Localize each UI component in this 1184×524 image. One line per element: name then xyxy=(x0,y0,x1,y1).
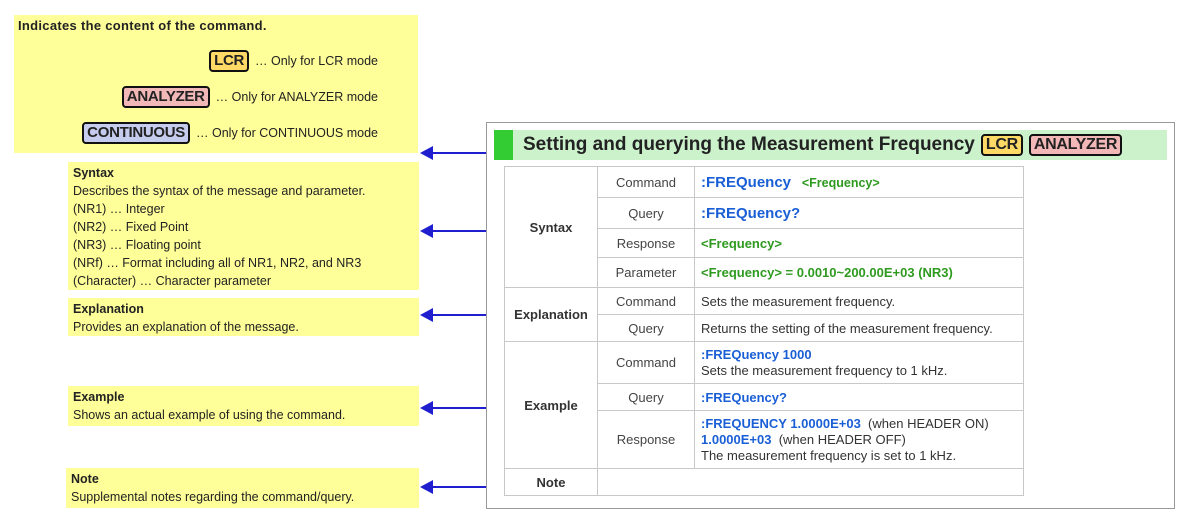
row-label: Parameter xyxy=(597,257,695,288)
syntax-command-cell: :FREQuency <Frequency> xyxy=(694,166,1024,198)
example-response-cell: :FREQUENCY 1.0000E+03 (when HEADER ON) 1… xyxy=(694,410,1024,469)
syntax-note-line: (Character) … Character parameter xyxy=(73,274,271,288)
syntax-note-line: (NRf) … Format including all of NR1, NR2… xyxy=(73,256,362,270)
example-command-cell: :FREQuency 1000 Sets the measurement fre… xyxy=(694,341,1024,384)
row-label: Command xyxy=(597,287,695,315)
arrow-to-legend xyxy=(420,146,508,160)
command-header: Setting and querying the Measurement Fre… xyxy=(494,130,1167,160)
syntax-note-line: (NR2) … Fixed Point xyxy=(73,220,189,234)
table-row: Note xyxy=(504,468,1024,496)
syntax-note-box: Syntax Describes the syntax of the messa… xyxy=(68,162,419,290)
legend-title: Indicates the content of the command. xyxy=(18,18,267,33)
example-note-title: Example xyxy=(73,390,125,404)
table-row: Explanation Command Sets the measurement… xyxy=(504,287,1024,342)
arrow-to-note xyxy=(420,480,506,494)
table-row: Syntax Command :FREQuency <Frequency> xyxy=(504,166,1024,288)
row-label: Command xyxy=(597,341,695,384)
analyzer-badge: ANALYZER xyxy=(121,86,210,108)
example-response-2: 1.0000E+03 xyxy=(701,431,772,447)
legend-item-analyzer: ANALYZER … Only for ANALYZER mode xyxy=(121,86,378,108)
lcr-badge: LCR xyxy=(209,50,250,72)
syntax-response-cell: <Frequency> xyxy=(694,228,1024,258)
note-note-title: Note xyxy=(71,472,99,486)
example-section-label: Example xyxy=(504,341,598,469)
example-response-1-note: (when HEADER ON) xyxy=(868,415,989,431)
syntax-note-line: Describes the syntax of the message and … xyxy=(73,184,366,198)
analyzer-badge: ANALYZER xyxy=(1028,134,1123,156)
header-accent-bar xyxy=(494,130,513,160)
explanation-section-label: Explanation xyxy=(504,287,598,342)
syntax-query: :FREQuency? xyxy=(701,204,801,222)
legend-item-lcr: LCR … Only for LCR mode xyxy=(209,50,378,72)
row-label: Response xyxy=(597,228,695,258)
command-spec-table: Syntax Command :FREQuency <Frequency> Qu… xyxy=(504,166,1024,496)
syntax-command: :FREQuency xyxy=(701,173,792,191)
syntax-command-param: <Frequency> xyxy=(801,175,880,190)
row-label: Command xyxy=(597,166,695,198)
legend-box: Indicates the content of the command. LC… xyxy=(14,15,418,153)
syntax-parameter-cell: <Frequency> = 0.0010~200.00E+03 (NR3) xyxy=(694,257,1024,288)
explanation-note-title: Explanation xyxy=(73,302,144,316)
lcr-badge: LCR xyxy=(980,134,1023,156)
command-reference-panel: Setting and querying the Measurement Fre… xyxy=(486,122,1175,509)
legend-item-text: … Only for LCR mode xyxy=(255,54,378,68)
syntax-note-title: Syntax xyxy=(73,166,114,180)
continuous-badge: CONTINUOUS xyxy=(82,122,191,144)
example-command: :FREQuency 1000 xyxy=(701,346,812,362)
row-label: Response xyxy=(597,410,695,469)
row-label: Query xyxy=(597,383,695,411)
syntax-response: <Frequency> xyxy=(701,235,782,251)
example-note-box: Example Shows an actual example of using… xyxy=(68,386,419,426)
example-query: :FREQuency? xyxy=(701,389,787,405)
explanation-note-box: Explanation Provides an explanation of t… xyxy=(68,298,419,336)
arrow-to-syntax xyxy=(420,224,506,238)
example-query-cell: :FREQuency? xyxy=(694,383,1024,411)
syntax-query-cell: :FREQuency? xyxy=(694,197,1024,229)
command-title: Setting and querying the Measurement Fre… xyxy=(523,134,975,155)
note-section-label: Note xyxy=(504,468,598,496)
table-row: Example Command :FREQuency 1000 Sets the… xyxy=(504,341,1024,469)
syntax-section-label: Syntax xyxy=(504,166,598,288)
legend-item-continuous: CONTINUOUS … Only for CONTINUOUS mode xyxy=(82,122,378,144)
legend-item-text: … Only for ANALYZER mode xyxy=(215,90,378,104)
syntax-note-line: (NR1) … Integer xyxy=(73,202,165,216)
syntax-note-line: (NR3) … Floating point xyxy=(73,238,201,252)
syntax-parameter: <Frequency> = 0.0010~200.00E+03 (NR3) xyxy=(701,265,953,280)
arrow-to-explanation xyxy=(420,308,506,322)
example-response-desc: The measurement frequency is set to 1 kH… xyxy=(701,447,957,463)
legend-item-text: … Only for CONTINUOUS mode xyxy=(196,126,378,140)
note-note-text: Supplemental notes regarding the command… xyxy=(71,490,355,504)
example-command-desc: Sets the measurement frequency to 1 kHz. xyxy=(701,362,948,378)
note-content xyxy=(597,468,1024,496)
note-note-box: Note Supplemental notes regarding the co… xyxy=(66,468,419,508)
explanation-note-text: Provides an explanation of the message. xyxy=(73,320,299,334)
example-response-1: :FREQUENCY 1.0000E+03 xyxy=(701,415,861,431)
explanation-command-text: Sets the measurement frequency. xyxy=(694,287,1024,315)
table-row: Query :FREQuency? xyxy=(505,197,1024,229)
explanation-query-text: Returns the setting of the measurement f… xyxy=(694,314,1024,342)
arrow-to-example xyxy=(420,401,506,415)
row-label: Query xyxy=(597,197,695,229)
example-note-text: Shows an actual example of using the com… xyxy=(73,408,346,422)
example-response-2-note: (when HEADER OFF) xyxy=(778,431,906,447)
row-label: Query xyxy=(597,314,695,342)
